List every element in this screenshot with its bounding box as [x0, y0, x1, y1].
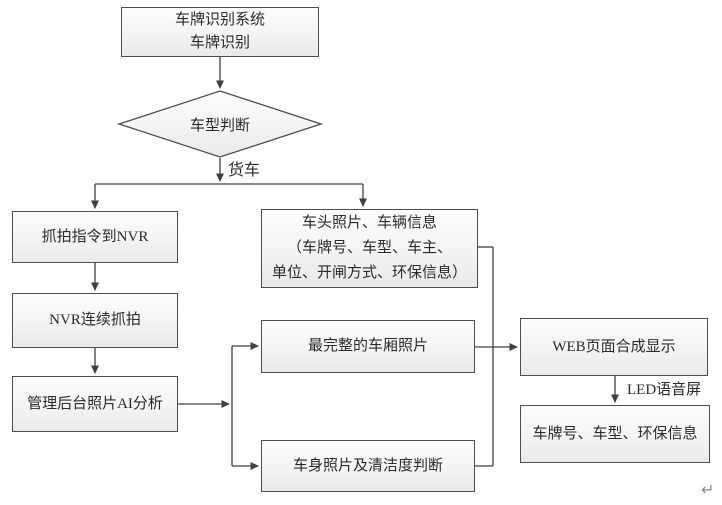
node-led-output: 车牌号、车型、环保信息 — [520, 405, 710, 463]
node-web-display: WEB页面合成显示 — [520, 318, 708, 376]
node-nvr-capture-label: NVR连续抓拍 — [49, 312, 141, 328]
node-capture-cmd: 抓拍指令到NVR — [12, 211, 178, 263]
node-carriage-photo: 最完整的车厢照片 — [261, 320, 475, 373]
decision-diamond-shape — [116, 90, 324, 158]
node-start-line2: 车牌识别 — [189, 35, 250, 51]
node-carriage-photo-label: 最完整的车厢照片 — [307, 338, 428, 354]
edge-label-truck: 货车 — [228, 162, 261, 179]
node-head-photo-line2: （车牌号、车型、车主、 — [286, 240, 452, 256]
node-decision-label: 车型判断 — [189, 118, 250, 134]
node-capture-cmd-label: 抓拍指令到NVR — [41, 228, 149, 245]
node-start: 车牌识别系统 车牌识别 — [121, 7, 319, 57]
node-ai-analysis: 管理后台照片AI分析 — [12, 376, 178, 432]
node-head-photo-line3: 单位、开闸方式、环保信息） — [271, 265, 467, 281]
node-body-photo-label: 车身照片及清洁度判断 — [292, 457, 443, 474]
return-mark: ↵ — [701, 480, 715, 499]
node-ai-analysis-label: 管理后台照片AI分析 — [27, 395, 163, 412]
node-body-photo: 车身照片及清洁度判断 — [261, 440, 475, 492]
node-web-display-label: WEB页面合成显示 — [552, 338, 676, 355]
node-led-output-label: 车牌号、车型、环保信息 — [532, 425, 698, 442]
node-head-photo-line1: 车头照片、车辆信息 — [301, 215, 437, 231]
node-head-photo: 车头照片、车辆信息 （车牌号、车型、车主、 单位、开闸方式、环保信息） — [261, 209, 478, 288]
node-start-line1: 车牌识别系统 — [174, 12, 265, 28]
edge-label-led-screen: LED语音屏 — [627, 382, 702, 398]
node-nvr-capture: NVR连续抓拍 — [12, 293, 178, 348]
